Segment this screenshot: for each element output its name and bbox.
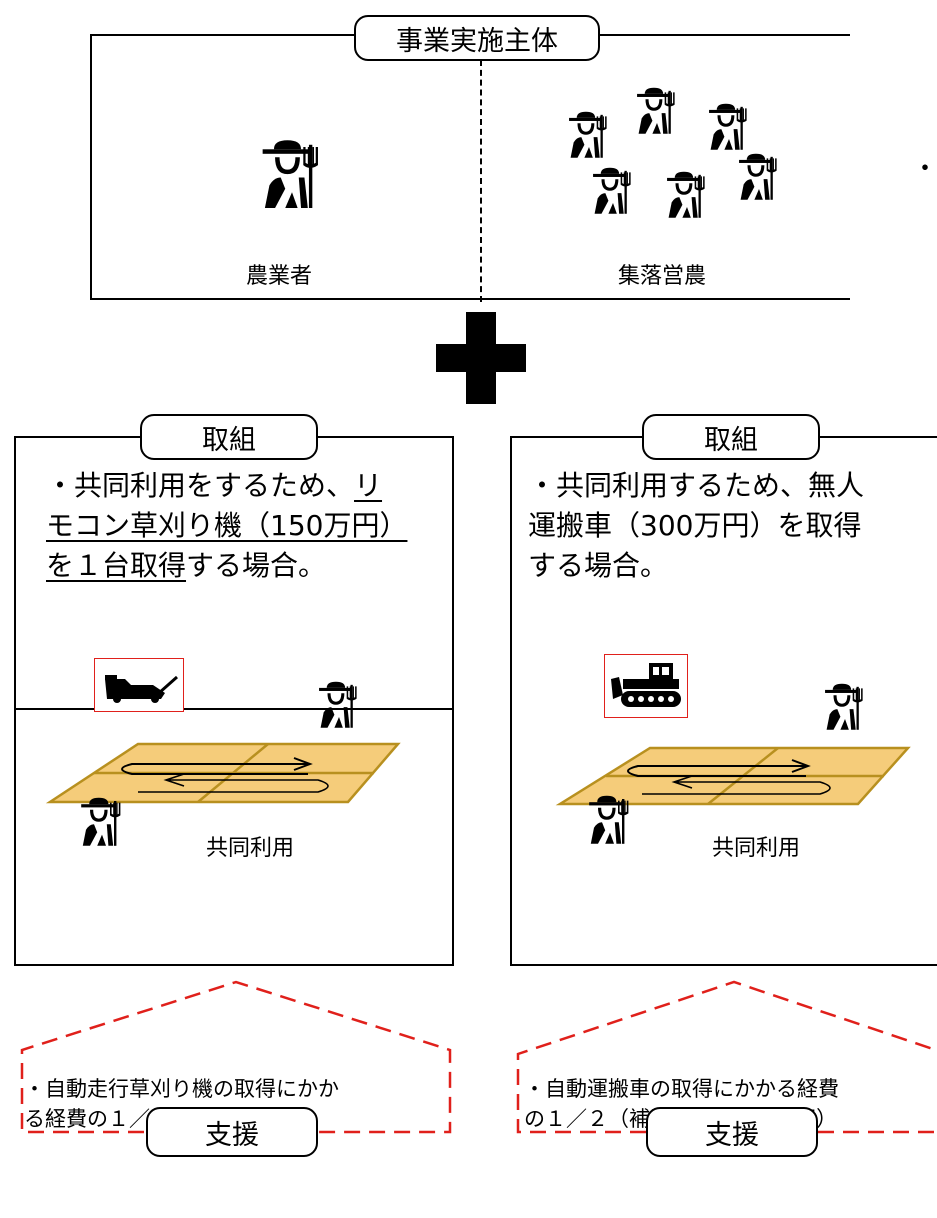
lawn-mower-icon — [105, 675, 178, 703]
edge-mark: ・ — [912, 154, 937, 184]
initiative-1-title-text: 取組 — [202, 424, 256, 456]
field-plot — [45, 742, 401, 804]
farmer-icon — [706, 102, 752, 150]
support-1-title-text: 支援 — [205, 1119, 259, 1151]
support-shape-1 — [20, 980, 452, 1134]
farmer-icon — [586, 794, 634, 844]
farmer-icon — [590, 166, 636, 214]
farmer-icon — [736, 152, 782, 200]
farmer-icon — [822, 682, 868, 730]
initiative-2-text-line: 運搬車（300万円）を取得 — [528, 509, 862, 542]
implementer-box — [90, 34, 850, 300]
implementer-title-text: 事業実施主体 — [396, 25, 558, 57]
initiative-2-text-line: ・共同利用するため、無人 — [528, 469, 865, 502]
initiative-2-text: ・共同利用するため、無人 運搬車（300万円）を取得 する場合。 — [528, 466, 937, 586]
shared-use-label: 共同利用 — [206, 836, 295, 861]
village-farming-label: 集落営農 — [618, 264, 707, 289]
crawler-carrier-icon-frame — [604, 654, 688, 718]
initiative-2-title: 取組 — [642, 414, 820, 460]
initiative-1-text-part: を１台取得 — [46, 549, 187, 582]
support-2-title: 支援 — [646, 1107, 818, 1157]
farmer-icon — [248, 138, 336, 208]
initiative-1-text-part: する場合。 — [186, 549, 327, 582]
farmer-icon — [78, 796, 126, 846]
farmer-icon — [316, 680, 362, 728]
farmer-icon — [634, 86, 680, 134]
support-2-title-text: 支援 — [705, 1119, 759, 1151]
support-shape-2 — [516, 980, 937, 1134]
farmer-icon — [566, 110, 612, 158]
shared-use-label: 共同利用 — [712, 836, 801, 861]
lawn-mower-icon-frame — [94, 658, 184, 712]
implementer-divider — [480, 60, 482, 302]
initiative-1-title: 取組 — [140, 414, 318, 460]
initiative-2-text-line: する場合。 — [528, 549, 669, 582]
initiative-1-text-part: モコン草刈り機（150万円） — [46, 509, 408, 542]
implementer-title: 事業実施主体 — [354, 15, 600, 61]
initiative-panel-1-bg — [16, 438, 452, 708]
initiative-1-text-part: ・共同利用をするため、 — [46, 469, 355, 502]
support-1-text-line: ・自動走行草刈り機の取得にかか — [24, 1077, 339, 1101]
farmer-icon — [664, 170, 710, 218]
support-1-title: 支援 — [146, 1107, 318, 1157]
initiative-1-text-part: リ — [354, 469, 383, 502]
initiative-1-text: ・共同利用をするため、リ モコン草刈り機（150万円） を１台取得する場合。 — [46, 466, 446, 586]
crawler-carrier-icon — [611, 663, 681, 707]
support-2-text-line: ・自動運搬車の取得にかかる経費 — [524, 1077, 839, 1101]
initiative-2-title-text: 取組 — [704, 424, 758, 456]
farmer-label: 農業者 — [246, 264, 313, 289]
field-plot — [555, 746, 911, 806]
plus-icon — [436, 312, 526, 404]
